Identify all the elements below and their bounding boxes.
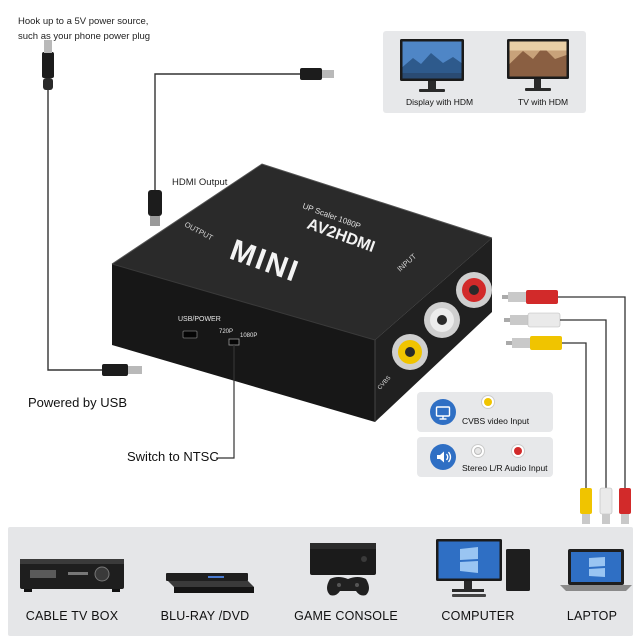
rca-jack-yellow	[392, 334, 428, 370]
stereo-legend-text: Stereo L/R Audio Input	[462, 463, 548, 473]
laptop-icon	[560, 549, 632, 591]
rca-plug-bottom-yellow	[580, 488, 592, 524]
video-monitor-icon	[430, 399, 456, 425]
source-label-computer: COMPUTER	[441, 609, 515, 623]
rca-cables	[558, 296, 626, 488]
converter-illustration: AV2HDMI UP Scaler 1080P MINI OUTPUT INPU…	[42, 40, 631, 524]
rca-plug-bottom-white	[599, 487, 613, 524]
powered-by-usb-callout: Powered by USB	[28, 395, 127, 410]
cvbs-legend-text: CVBS video Input	[462, 416, 530, 426]
mini-usb-port	[182, 330, 198, 339]
rca-plug-white	[504, 312, 561, 328]
source-label-game-console: GAME CONSOLE	[294, 609, 398, 623]
av2hdmi-converter-box	[111, 163, 493, 422]
rca-plug-bottom-red	[619, 488, 631, 524]
rca-plug-yellow	[506, 336, 562, 350]
rca-plug-red	[502, 290, 558, 304]
display-caption-left: Display with HDM	[406, 97, 474, 107]
hdmi-output-callout: HDMI Output	[172, 177, 228, 188]
source-label-cable-tv: CABLE TV BOX	[25, 609, 119, 623]
switch-ntsc-callout: Switch to NTSC	[127, 449, 219, 464]
bluray-player-icon	[166, 573, 254, 593]
hdmi-plug-icon	[148, 190, 162, 226]
display-caption-right: TV with HDM	[518, 97, 569, 107]
yellow-jack-legend-icon	[481, 395, 495, 409]
rca-jack-red	[456, 272, 492, 308]
power-source-line1: Hook up to a 5V power source,	[18, 16, 149, 27]
computer-icon	[436, 539, 530, 597]
ntsc-switch[interactable]	[228, 338, 240, 346]
box-usb-power-text: USB/POWER	[178, 316, 221, 323]
monitor-icon	[400, 39, 464, 92]
source-label-laptop: LAPTOP	[566, 609, 618, 623]
usb-power-cable	[47, 90, 102, 371]
power-source-line2: such as your phone power plug	[18, 30, 151, 42]
tv-icon	[507, 39, 569, 91]
sources-icons	[20, 539, 632, 597]
box-1080p-text: 1080P	[240, 333, 257, 339]
rca-jack-white	[424, 302, 460, 338]
usb-plug-hdmi-end-icon	[300, 68, 334, 80]
usb-plug-side-icon	[102, 364, 142, 376]
red-jack-legend-icon	[511, 444, 525, 458]
power-source-callout: Hook up to a 5V power source, such as yo…	[18, 15, 150, 44]
ntsc-leader-line	[216, 345, 235, 459]
box-720p-text: 720P	[219, 329, 233, 335]
game-console-icon	[310, 543, 376, 596]
hdmi-cable	[154, 73, 300, 190]
usb-plug-top-icon	[42, 40, 54, 90]
speaker-icon	[430, 444, 456, 470]
white-jack-legend-icon	[471, 444, 485, 458]
display-panel-art	[400, 39, 569, 92]
source-label-bluray: BLU-RAY /DVD	[160, 609, 250, 623]
cable-tv-box-icon	[20, 559, 124, 592]
